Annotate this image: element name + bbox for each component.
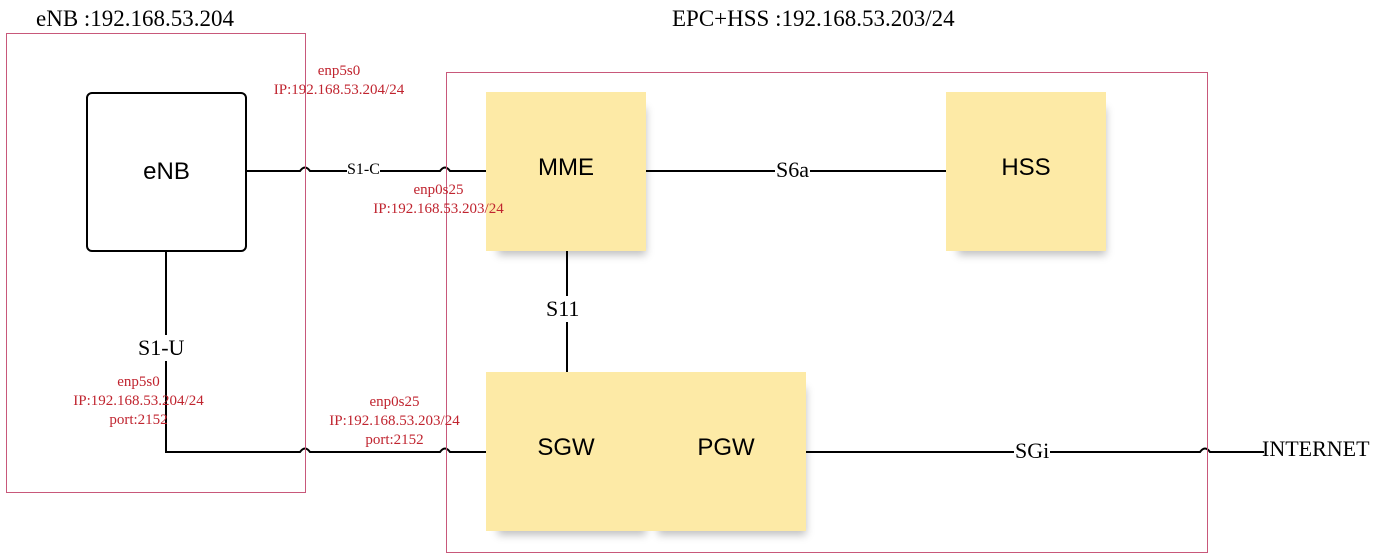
pgw-node-label: PGW — [697, 434, 755, 461]
enb-user-port: port:2152 — [109, 412, 168, 428]
hss-node-label: HSS — [1001, 154, 1051, 181]
enb-node-label: eNB — [143, 158, 190, 185]
epc-control-ip: IP:192.168.53.203/24 — [373, 201, 504, 217]
epc-control-iface: enp0s25 — [413, 182, 464, 198]
enb-node[interactable]: eNB — [86, 92, 247, 252]
enb-control-annotation: enp5s0 IP:192.168.53.204/24 — [258, 62, 420, 100]
hss-node[interactable]: HSS — [946, 92, 1106, 251]
s6a-label: S6a — [775, 157, 810, 183]
mme-node-label: MME — [538, 154, 594, 181]
s1u-label: S1-U — [137, 335, 186, 361]
sgw-node-label: SGW — [537, 434, 595, 461]
enb-control-iface: enp5s0 — [317, 63, 361, 79]
enb-host-container — [6, 33, 306, 493]
sgi-label: SGi — [1014, 438, 1051, 464]
epc-user-annotation: enp0s25 IP:192.168.53.203/24 port:2152 — [312, 393, 477, 450]
epc-host-title: EPC+HSS :192.168.53.203/24 — [672, 6, 955, 31]
mme-node[interactable]: MME — [486, 92, 646, 251]
sgw-node[interactable]: SGW — [486, 372, 646, 531]
s1u-line — [165, 252, 486, 453]
epc-user-port: port:2152 — [365, 432, 424, 448]
epc-control-annotation: enp0s25 IP:192.168.53.203/24 — [356, 181, 521, 219]
enb-host-title: eNB :192.168.53.204 — [36, 6, 235, 31]
enb-user-annotation: enp5s0 IP:192.168.53.204/24 port:2152 — [56, 373, 221, 430]
s11-label: S11 — [545, 296, 581, 322]
sgi-line — [806, 447, 1264, 453]
pgw-node[interactable]: PGW — [646, 372, 806, 531]
epc-user-iface: enp0s25 — [369, 394, 420, 410]
s1c-label: S1-C — [347, 161, 380, 179]
enb-control-ip: IP:192.168.53.204/24 — [273, 82, 405, 98]
enb-user-iface: enp5s0 — [117, 374, 160, 390]
epc-user-ip: IP:192.168.53.203/24 — [329, 413, 460, 429]
internet-label: INTERNET — [1262, 436, 1370, 461]
epc-host-container — [446, 72, 1208, 553]
enb-user-ip: IP:192.168.53.204/24 — [73, 393, 204, 409]
